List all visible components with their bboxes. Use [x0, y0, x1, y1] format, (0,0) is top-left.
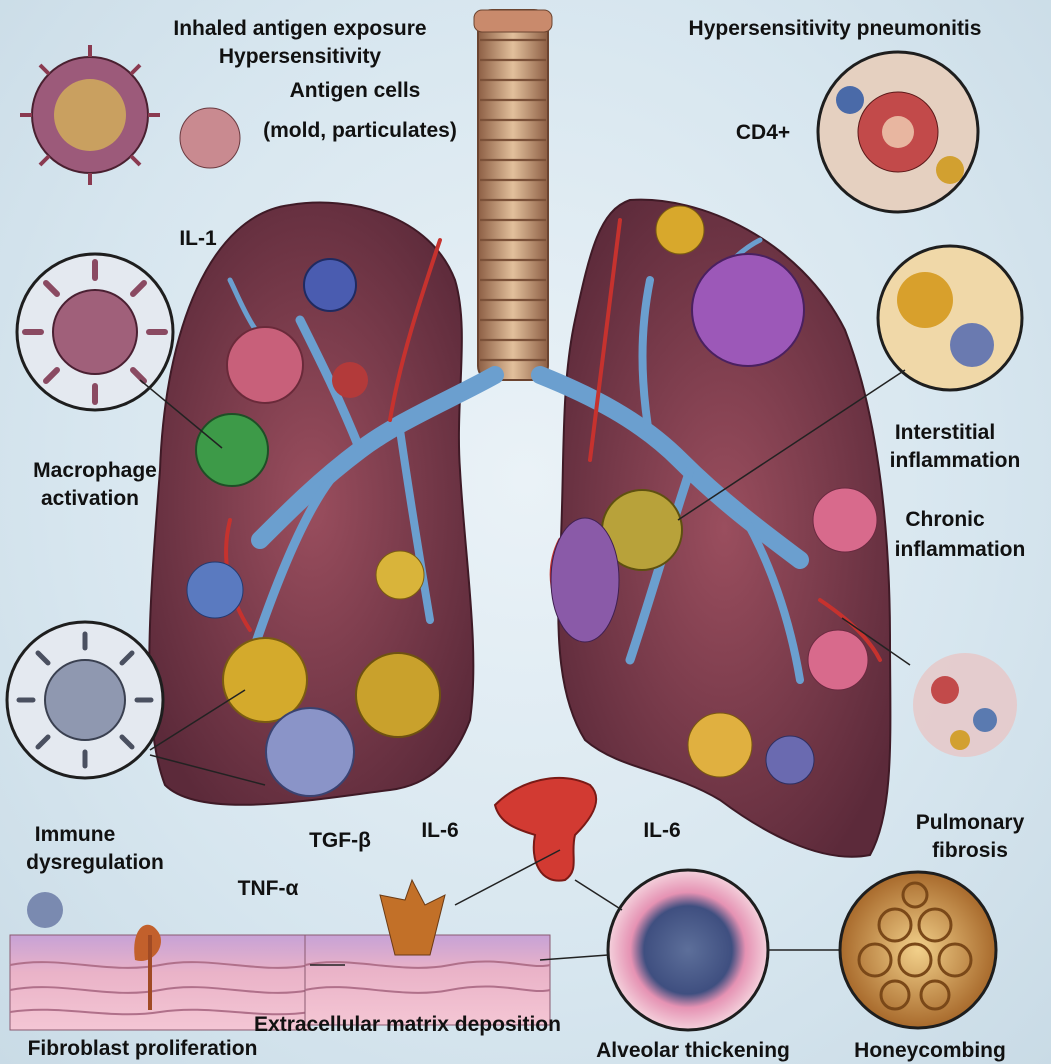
- label-fibroblast-proliferation: Fibroblast proliferation: [0, 1036, 285, 1061]
- label-dysregulation: dysregulation: [20, 850, 170, 875]
- label-tgf-beta: TGF-β: [300, 828, 380, 853]
- honeycombing-inset: [840, 872, 996, 1028]
- title-mold-particulates: (mold, particulates): [240, 118, 480, 143]
- label-pulmonary: Pulmonary: [900, 810, 1040, 835]
- label-il6-left: IL-6: [410, 818, 470, 843]
- label-inflammation-interstitial: inflammation: [865, 448, 1045, 473]
- title-hypersensitivity: Hypersensitivity: [150, 44, 450, 69]
- mold-particle-icon: [180, 108, 240, 168]
- label-inflammation-chronic: inflammation: [870, 537, 1050, 562]
- label-alveolar-thickening: Alveolar thickening: [578, 1038, 808, 1063]
- label-hypersensitivity-pneumonitis: Hypersensitivity pneumonitis: [660, 16, 1010, 41]
- ecm-deposition-panel: [305, 850, 560, 1025]
- label-tnf-alpha: TNF-α: [228, 876, 308, 901]
- trachea: [474, 10, 552, 380]
- title-antigen-cells: Antigen cells: [245, 78, 465, 103]
- alveolar-thickening-inset: [540, 870, 768, 1030]
- label-interstitial: Interstitial: [870, 420, 1020, 445]
- antigen-virus-icon: [20, 45, 160, 185]
- title-inhaled-antigen: Inhaled antigen exposure: [150, 16, 450, 41]
- label-il1: IL-1: [168, 226, 228, 251]
- label-cd4: CD4+: [728, 120, 798, 145]
- label-fibrosis: fibrosis: [920, 838, 1020, 863]
- red-blood-cell: [495, 778, 596, 881]
- label-macrophage: Macrophage: [20, 458, 170, 483]
- label-il6-right: IL-6: [632, 818, 692, 843]
- fibroblast-tissue-panel: [10, 892, 310, 1030]
- label-ecm-deposition: Extracellular matrix deposition: [235, 1012, 580, 1037]
- label-honeycombing: Honeycombing: [840, 1038, 1020, 1063]
- label-immune: Immune: [20, 822, 130, 847]
- label-activation: activation: [20, 486, 160, 511]
- cd4-cell-inset: [818, 52, 978, 212]
- label-chronic: Chronic: [880, 507, 1010, 532]
